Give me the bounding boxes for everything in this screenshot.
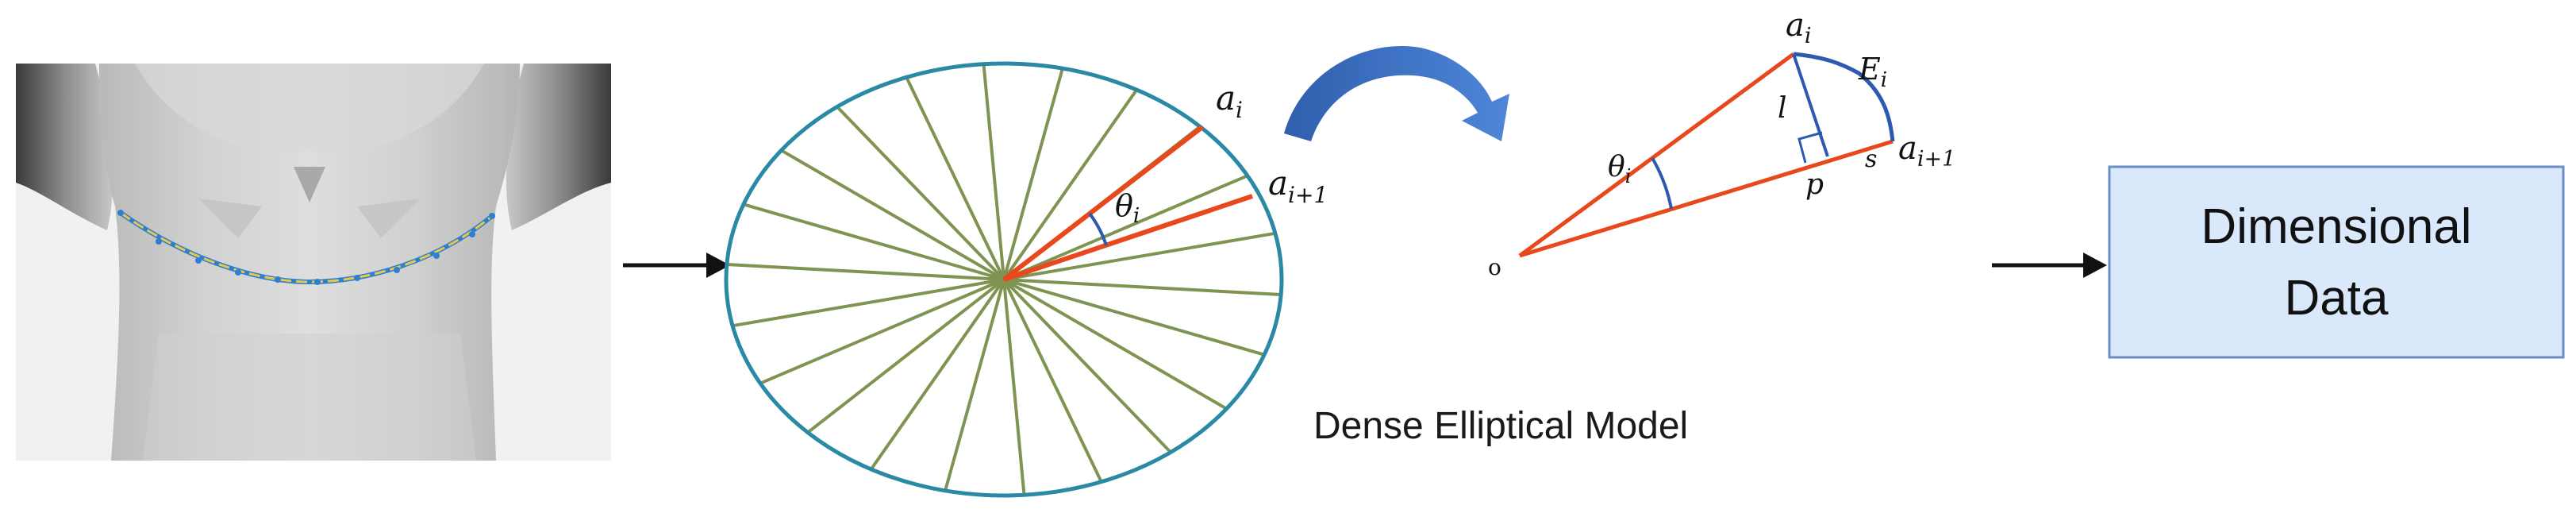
label-p: p — [1805, 168, 1824, 201]
ellipse-spoke — [870, 278, 1005, 471]
ellipse-spoke — [1002, 88, 1138, 281]
ellipse-spoke — [743, 202, 1005, 281]
label-a-i: ai — [1216, 79, 1243, 123]
ellipse-spoke — [982, 64, 1005, 280]
waist-curve-highlight — [120, 211, 493, 284]
radius-a-i1 — [1003, 194, 1253, 282]
angle-arc-ellipse — [1088, 212, 1108, 246]
label-l: l — [1778, 92, 1787, 125]
right-arrow-icon — [1992, 253, 2107, 278]
right-angle-marker — [1797, 131, 1823, 164]
rib-shade-right — [357, 199, 421, 238]
ellipse-spoke — [905, 76, 1005, 280]
ellipse-spoke — [1002, 68, 1064, 280]
label-a-i1-detail: ai+1 — [1898, 130, 1955, 172]
label-origin: o — [1488, 254, 1501, 280]
left-arm — [16, 64, 113, 230]
radius-a-i — [1002, 125, 1204, 282]
ellipse-spoke — [806, 278, 1005, 434]
ellipse-spoke — [944, 279, 1005, 492]
ellipse-spoke — [759, 278, 1005, 385]
rib-shade-left — [198, 199, 262, 238]
ellipse-spoke — [1002, 279, 1026, 496]
ellipse-spoke — [1003, 278, 1282, 296]
chest-shading — [135, 64, 484, 152]
label-E: Ei — [1858, 52, 1887, 92]
sternum-shade — [294, 167, 325, 202]
waist-points — [117, 210, 495, 285]
ellipse-outline — [724, 61, 1284, 498]
ellipse-spoke — [1003, 174, 1248, 281]
ellipse-spokes — [726, 64, 1282, 496]
ellipse-spoke — [780, 148, 1005, 281]
ellipse-spoke — [1002, 278, 1228, 411]
perpendicular-l — [1792, 53, 1829, 157]
segment-o-a-i1 — [1519, 139, 1894, 258]
box-label-line2: Data — [2285, 271, 2389, 326]
label-s: s — [1865, 145, 1877, 173]
ellipse-spoke — [836, 106, 1005, 281]
ellipse-spoke — [732, 278, 1005, 328]
label-theta-detail: θi — [1608, 151, 1631, 187]
ellipse-spoke — [726, 263, 1005, 281]
ellipse-spoke — [1003, 278, 1265, 357]
angle-arc-detail — [1651, 156, 1673, 210]
right-arm — [506, 64, 611, 230]
segment-o-a-i — [1518, 52, 1795, 258]
right-arrow-icon — [623, 253, 730, 278]
label-a-i-detail: ai — [1786, 7, 1812, 48]
dimensional-data-box: Dimensional Data — [2108, 165, 2565, 359]
label-a-i1: ai+1 — [1268, 164, 1328, 208]
segment-detail: θi ai Ei l p s ai+1 o — [1488, 7, 1955, 280]
caption-dense-elliptical-model: Dense Elliptical Model — [1313, 405, 1688, 447]
torso-scan-image — [16, 64, 611, 461]
ellipse-spoke — [1002, 279, 1103, 483]
label-theta: θi — [1115, 188, 1140, 228]
ellipse-spoke — [1002, 278, 1172, 453]
ellipse-spoke — [1003, 231, 1276, 281]
dense-ellipse-model: θi ai ai+1 — [724, 61, 1328, 498]
arc-E — [1793, 52, 1895, 142]
abdomen-shade — [143, 334, 476, 461]
box-label-line1: Dimensional — [2201, 199, 2471, 254]
curved-arrow-icon — [1284, 45, 1509, 141]
